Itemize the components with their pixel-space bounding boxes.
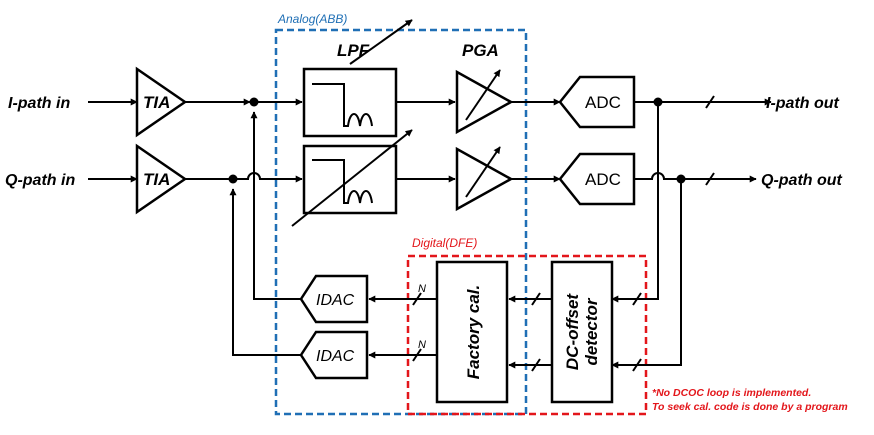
dc-offset-label-line2: detector bbox=[582, 297, 601, 365]
dc-offset-label-line1: DC-offset bbox=[563, 293, 582, 371]
adc-i-label: ADC bbox=[585, 93, 621, 112]
idac-i-block: IDAC bbox=[299, 274, 369, 324]
idac-i-label: IDAC bbox=[316, 292, 355, 309]
bus-n-label-top: N bbox=[418, 283, 426, 295]
lpf-q-block bbox=[291, 129, 413, 227]
adc-i-block: ADC bbox=[558, 75, 636, 129]
digital-region: Digital(DFE) bbox=[406, 236, 648, 416]
i-path-in-label: I-path in bbox=[8, 95, 70, 112]
analog-region: Analog(ABB) bbox=[274, 12, 528, 416]
i-path-out-label: I-path out bbox=[766, 95, 840, 112]
feedback-wires bbox=[611, 102, 682, 372]
bus-n-label-bottom: N bbox=[418, 339, 426, 351]
pga-label: PGA bbox=[462, 41, 499, 60]
adc-q-label: ADC bbox=[585, 170, 621, 189]
q-path-in-label: Q-path in bbox=[5, 172, 75, 189]
factory-cal-label: Factory cal. bbox=[464, 285, 483, 380]
lpf-i-block bbox=[302, 19, 413, 138]
factory-cal-block: Factory cal. bbox=[435, 260, 509, 404]
tia-i-label: TIA bbox=[143, 93, 170, 112]
implementation-note: *No DCOC loop is implemented. To seek ca… bbox=[652, 387, 848, 413]
note-line1: *No DCOC loop is implemented. bbox=[652, 387, 811, 399]
tia-i-block: TIA bbox=[135, 66, 188, 138]
i-path: I-path in TIA LPF PGA ADC I-path out bbox=[8, 19, 840, 138]
tia-q-block: TIA bbox=[135, 143, 188, 215]
lpf-label: LPF bbox=[337, 41, 370, 60]
tia-q-label: TIA bbox=[143, 170, 170, 189]
pga-q-block bbox=[455, 146, 514, 212]
adc-q-block: ADC bbox=[558, 152, 636, 206]
digital-region-label: Digital(DFE) bbox=[412, 236, 477, 250]
idac-q-label: IDAC bbox=[316, 348, 355, 365]
pga-i-block bbox=[455, 69, 514, 135]
dc-offset-detector-block: DC-offset detector bbox=[550, 260, 614, 404]
q-path-out-label: Q-path out bbox=[761, 172, 843, 189]
q-path: Q-path in TIA ADC Q-path out bbox=[5, 129, 843, 227]
analog-region-border bbox=[274, 28, 528, 416]
idac-q-block: IDAC bbox=[299, 330, 369, 380]
analog-region-label: Analog(ABB) bbox=[277, 12, 347, 26]
note-line2: To seek cal. code is done by a program bbox=[652, 401, 848, 413]
